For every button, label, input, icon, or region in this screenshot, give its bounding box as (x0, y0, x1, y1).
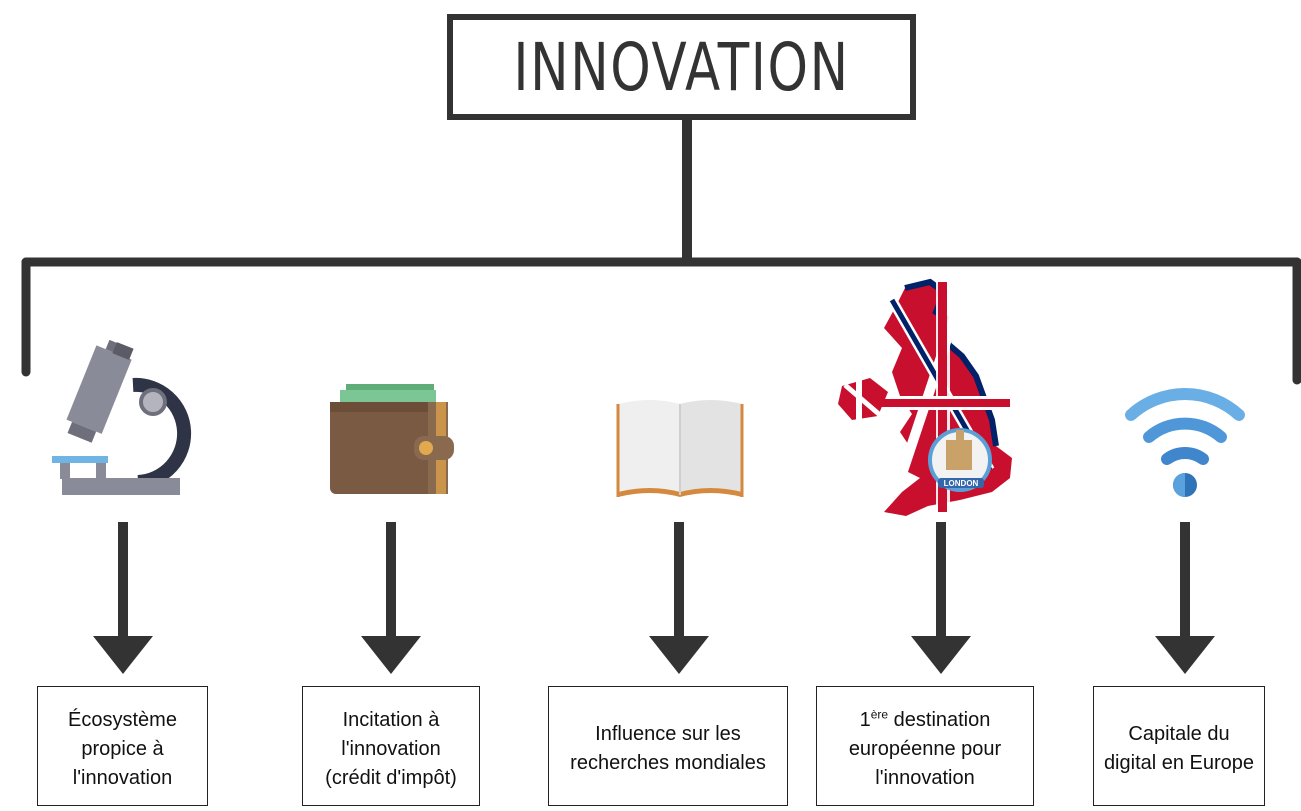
label-text-4-sup: ère (870, 706, 889, 721)
label-text-4: 1ère destination européenne pour l'innov… (825, 706, 1025, 793)
microscope-icon (52, 339, 192, 495)
arrow-1 (93, 522, 153, 674)
uk-map-london-icon: LONDON (838, 278, 1012, 516)
label-box-5: Capitale du digital en Europe (1093, 686, 1265, 806)
label-text-2: Incitation à l'innovation (crédit d'impô… (325, 708, 457, 789)
label-text-1: Écosystème propice à l'innovation (68, 708, 177, 789)
diagram-title: INNOVATION (513, 28, 850, 106)
wifi-icon (1125, 388, 1245, 497)
label-text-4-post: destination européenne pour l'innovation (848, 708, 1002, 789)
label-box-3: Influence sur les recherches mondiales (548, 686, 788, 806)
arrow-2 (361, 522, 421, 674)
label-box-1: Écosystème propice à l'innovation (37, 686, 208, 806)
title-box: INNOVATION (447, 14, 916, 120)
label-box-4: 1ère destination européenne pour l'innov… (816, 686, 1034, 806)
label-text-3: Influence sur les recherches mondiales (570, 723, 766, 774)
label-text-5: Capitale du digital en Europe (1103, 723, 1255, 774)
arrow-4 (911, 522, 971, 674)
label-box-2: Incitation à l'innovation (crédit d'impô… (302, 686, 480, 806)
wallet-icon (330, 384, 454, 494)
arrow-5 (1155, 522, 1215, 674)
arrow-3 (649, 522, 709, 674)
london-badge-text: LONDON (944, 479, 979, 488)
open-book-icon (616, 400, 744, 497)
label-text-4-pre: 1 (859, 708, 871, 731)
